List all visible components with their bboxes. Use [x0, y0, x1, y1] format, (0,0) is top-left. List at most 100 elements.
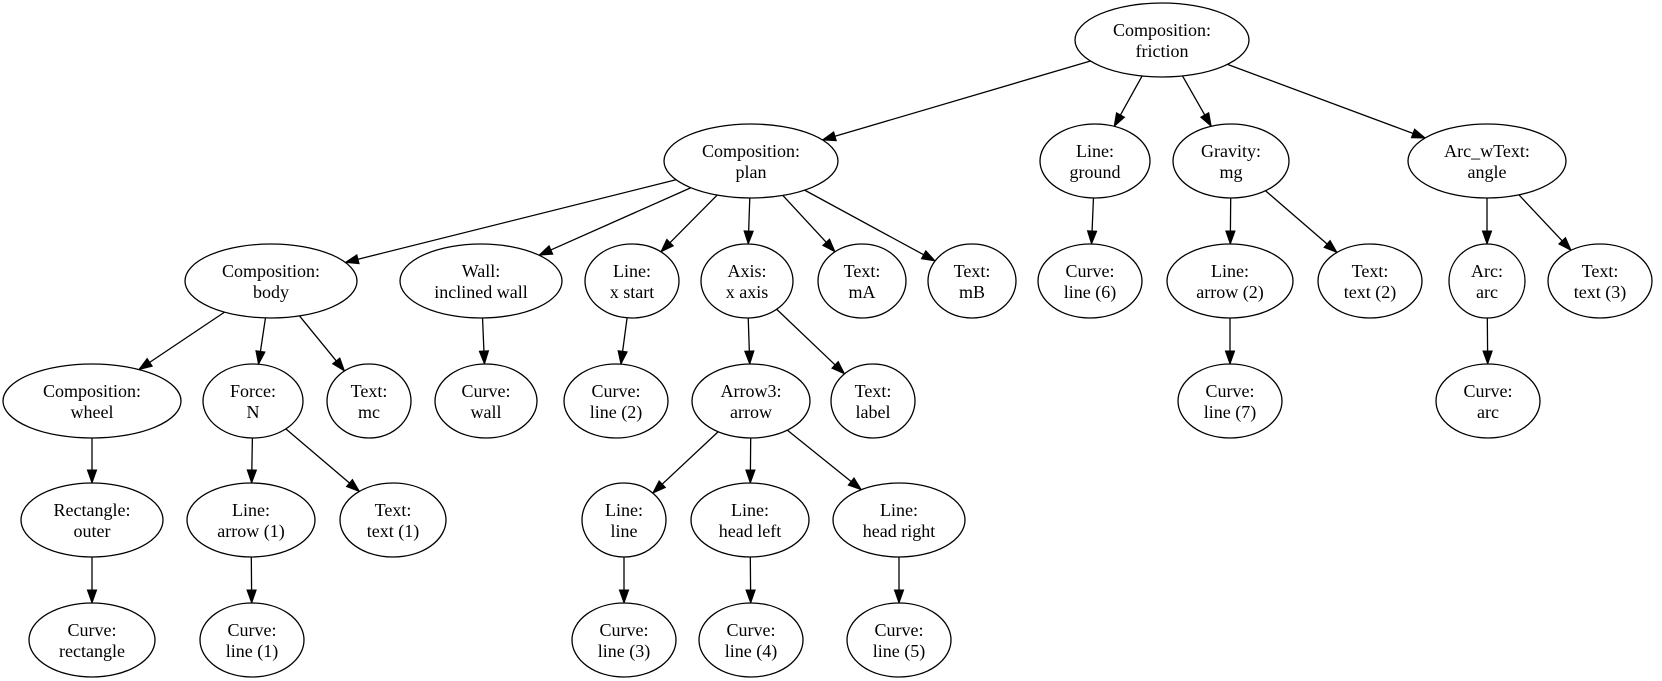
graph-edge-wheel-outer	[86, 438, 98, 485]
arrowhead-icon	[246, 589, 257, 605]
node-ellipse	[584, 243, 680, 319]
node-ellipse	[1177, 363, 1283, 439]
node-label: Line:ground	[1070, 141, 1121, 182]
graph-edge-xaxis-arrow3	[744, 317, 755, 366]
arrowhead-icon	[745, 469, 756, 485]
arrowhead-icon	[86, 469, 98, 485]
graph-node-arrow3: Arrow3:arrow	[691, 363, 811, 439]
node-ellipse	[571, 602, 677, 678]
graph-node-lineline: Line:line	[581, 482, 667, 558]
arrowhead-icon	[744, 350, 755, 366]
node-label: Text:mB	[954, 261, 991, 302]
graph-edge-lineline-cline3	[618, 557, 630, 605]
graph-edge-plan-mA	[782, 194, 837, 253]
arrowhead-icon	[745, 589, 756, 605]
graph-edge-plan-xaxis	[743, 197, 754, 246]
graph-node-xaxis: Axis:x axis	[700, 243, 794, 319]
node-label: Force:N	[230, 381, 276, 422]
graph-edge-friction-mg	[1181, 75, 1212, 128]
node-label: Line:line	[605, 500, 643, 541]
node-ellipse	[1172, 123, 1290, 199]
arrowhead-icon	[821, 131, 837, 142]
arrowhead-icon	[345, 478, 361, 493]
graph-node-headleft: Line:head left	[690, 482, 810, 558]
graph-edge-arrow1-cline1	[246, 556, 257, 605]
graph-node-angle: Arc_wText:angle	[1407, 123, 1567, 199]
arrowhead-icon	[1323, 239, 1339, 254]
arrowhead-icon	[821, 238, 837, 253]
graph-edge-plan-body	[343, 179, 677, 265]
graph-node-label: Text:label	[830, 363, 916, 439]
graph-node-line7: Curve:line (7)	[1177, 363, 1283, 439]
arrowhead-icon	[618, 589, 630, 605]
node-label: Text:text (1)	[367, 500, 419, 542]
node-label: Text:label	[855, 381, 892, 422]
graph-node-mc: Text:mc	[326, 363, 412, 439]
graph-edge-forceN-text1	[285, 428, 361, 493]
graph-edge-xaxis-label	[776, 308, 846, 375]
node-label: Composition:friction	[1113, 20, 1211, 61]
node-ellipse	[1448, 243, 1526, 319]
arrowhead-icon	[1410, 128, 1427, 139]
graph-node-cline3: Curve:line (3)	[571, 602, 677, 678]
node-label: Curve:line (4)	[725, 620, 777, 662]
node-ellipse	[563, 363, 669, 439]
node-ellipse	[199, 602, 305, 678]
graph-node-cline5: Curve:line (5)	[846, 602, 952, 678]
graph-edge-body-forceN	[255, 317, 267, 366]
arrowhead-icon	[343, 253, 360, 265]
arrowhead-icon	[847, 477, 863, 491]
graph-edge-friction-angle	[1227, 63, 1427, 139]
arrowhead-icon	[86, 589, 98, 605]
graph-node-plan: Composition:plan	[663, 123, 839, 199]
node-ellipse	[691, 363, 811, 439]
arrowhead-icon	[1482, 350, 1493, 366]
arrowhead-icon	[831, 360, 846, 375]
node-ellipse	[663, 123, 839, 199]
node-label: Arc:arc	[1471, 261, 1503, 302]
arrowhead-icon	[1481, 230, 1493, 246]
graph-edge-body-wheel	[137, 311, 225, 371]
graph-node-cline1: Curve:line (1)	[199, 602, 305, 678]
node-ellipse	[1037, 243, 1143, 319]
graph-node-outer: Rectangle:outer	[20, 482, 164, 558]
graph-node-cline4: Curve:line (4)	[698, 602, 804, 678]
arrowhead-icon	[659, 238, 675, 253]
graph-node-text2: Text:text (2)	[1317, 243, 1423, 319]
node-label: Curve:wall	[462, 381, 511, 422]
node-label: Line:arrow (1)	[217, 500, 284, 542]
node-ellipse	[434, 363, 538, 439]
arrowhead-icon	[1557, 236, 1573, 252]
node-label: Rectangle:outer	[54, 500, 131, 541]
graph-edge-ground-line6	[1086, 197, 1098, 246]
arrowhead-icon	[893, 589, 905, 605]
arrowhead-icon	[920, 249, 937, 262]
node-label: Curve:arc	[1464, 381, 1513, 422]
graph-node-text1: Text:text (1)	[339, 482, 447, 558]
node-label: Text:mA	[844, 261, 881, 302]
node-label: Composition:plan	[702, 141, 800, 182]
arrowhead-icon	[743, 230, 754, 246]
node-label: Line:head right	[863, 500, 935, 541]
graph-edge-mg-arrow2	[1225, 197, 1236, 246]
graph-edge-arrow3-lineline	[651, 431, 719, 495]
graph-node-curvearc: Curve:arc	[1435, 363, 1541, 439]
node-ellipse	[817, 243, 907, 319]
arrowhead-icon	[255, 350, 266, 366]
graph-node-xstart: Line:x start	[584, 243, 680, 319]
node-ellipse	[832, 482, 966, 558]
node-label: Text:text (3)	[1574, 261, 1626, 303]
node-ellipse	[1547, 243, 1653, 319]
graph-node-line6: Curve:line (6)	[1037, 243, 1143, 319]
graph-node-arrow2: Line:arrow (2)	[1166, 243, 1294, 319]
node-ellipse	[28, 602, 156, 678]
arrowhead-icon	[651, 479, 667, 495]
graph-node-wheel: Composition:wheel	[2, 363, 182, 439]
graph-node-ground: Line:ground	[1039, 123, 1151, 199]
graph-edge-headleft-cline4	[745, 556, 756, 605]
arrowhead-icon	[1113, 111, 1126, 128]
arrowhead-icon	[137, 357, 154, 371]
graph-node-curverect: Curve:rectangle	[28, 602, 156, 678]
